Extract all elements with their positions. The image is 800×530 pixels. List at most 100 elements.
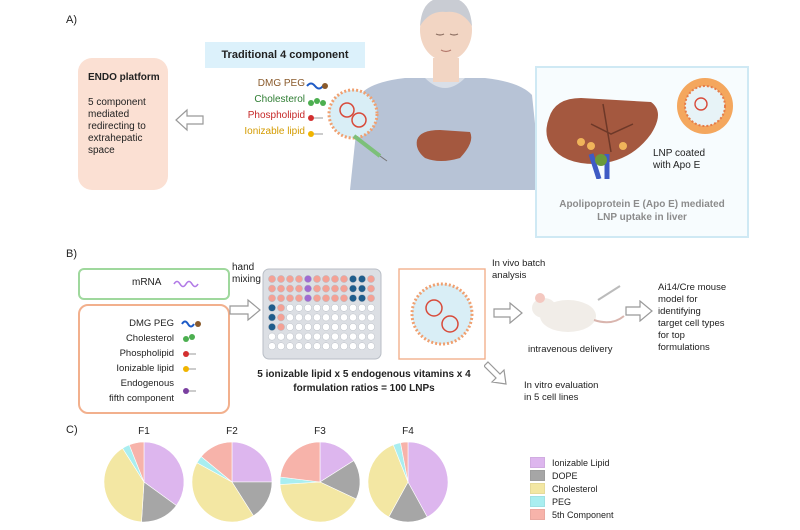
formula-line: formulation ratios = 100 LNPs (293, 383, 435, 394)
plate-well (340, 275, 348, 283)
pie-slice (407, 441, 449, 518)
plate-well (313, 313, 321, 322)
plate-well (322, 323, 330, 331)
legend-item: Ionizable Lipid (530, 456, 614, 469)
plate-well (313, 303, 321, 312)
plate-well (313, 275, 321, 283)
arrow-to-plate (229, 298, 261, 322)
pie-slice (367, 444, 409, 518)
plate-well (286, 275, 294, 283)
plate-well (304, 342, 312, 351)
legend-label: DOPE (552, 470, 578, 481)
traditional-title: Traditional 4 component (205, 42, 365, 68)
ai14-line: model for (658, 294, 698, 305)
well-plate (262, 268, 382, 360)
plate-well (295, 332, 303, 341)
arrow-to-ai14 (625, 300, 653, 322)
hand-mixing-line: mixing (232, 274, 261, 285)
liver-uptake-box: LNP coated with Apo E Apolipoprotein E (… (535, 66, 749, 238)
plate-well (340, 313, 348, 322)
panel-c-label: C) (66, 424, 78, 436)
plate-well (268, 313, 276, 322)
plate-well (286, 332, 294, 341)
b-component-glyphs (181, 320, 201, 394)
component-phospholipid: Phospholipid (247, 110, 305, 121)
plate-well (340, 342, 348, 351)
pie-slice (279, 481, 357, 523)
plate-well (331, 303, 339, 312)
plate-well (331, 284, 339, 293)
legend-label: 5th Component (552, 509, 614, 520)
plate-well (268, 303, 276, 312)
lnp-illustration-a (306, 82, 379, 140)
plate-well (331, 294, 339, 303)
b-component-fifth: fifth component (109, 393, 174, 404)
liver-illustration (546, 98, 658, 179)
plate-well (313, 294, 321, 303)
plate-well (349, 323, 357, 331)
legend-item: Cholesterol (530, 482, 614, 495)
apoe-caption-line: LNP uptake in liver (597, 212, 687, 223)
plate-well (304, 313, 312, 322)
pie-slice (200, 441, 233, 483)
plate-well (367, 303, 375, 312)
in-vitro-line: in 5 cell lines (524, 392, 579, 403)
plate-well (367, 294, 375, 303)
plate-well (349, 275, 357, 283)
arrow-to-endo (175, 108, 204, 132)
legend-item: 5th Component (530, 508, 614, 521)
pie-title: F4 (402, 426, 414, 437)
plate-well (367, 275, 375, 283)
panel-b-label: B) (66, 248, 77, 260)
panel-a-label: A) (66, 14, 77, 26)
plate-well (295, 313, 303, 322)
iv-delivery-label: intravenous delivery (528, 344, 613, 355)
endo-title: ENDO platform (88, 72, 160, 83)
plate-well (304, 294, 312, 303)
in-vitro-line: In vitro evaluation (524, 380, 599, 391)
plate-well (277, 313, 285, 322)
plate-well (349, 303, 357, 312)
plate-well (295, 323, 303, 331)
plate-well (304, 323, 312, 331)
plate-well (358, 303, 366, 312)
plate-well (268, 294, 276, 303)
plate-well (304, 284, 312, 293)
plate-well (286, 313, 294, 322)
legend-swatch (530, 483, 545, 494)
plate-well (295, 303, 303, 312)
plate-well (349, 294, 357, 303)
plate-well (277, 332, 285, 341)
pie-slice (279, 441, 321, 483)
ai14-line: formulations (658, 342, 710, 353)
plate-well (331, 323, 339, 331)
pie-slice (231, 441, 273, 483)
b-component-endogenous: Endogenous (120, 378, 174, 389)
ai14-line: Ai14/Cre mouse (658, 282, 727, 293)
hand-mixing-line: hand (232, 262, 255, 273)
legend-item: PEG (530, 495, 614, 508)
plate-well (358, 342, 366, 351)
plate-well (277, 303, 285, 312)
component-cholesterol: Cholesterol (254, 94, 305, 105)
lnp-zoom-box (398, 268, 486, 360)
ai14-line: identifying (658, 306, 701, 317)
plate-well (331, 275, 339, 283)
legend-swatch (530, 496, 545, 507)
plate-well (313, 323, 321, 331)
pie-title: F1 (138, 426, 150, 437)
pie-slice (191, 462, 254, 523)
plate-well (295, 275, 303, 283)
plate-well (268, 284, 276, 293)
plate-well (322, 275, 330, 283)
plate-well (322, 313, 330, 322)
plate-well (304, 303, 312, 312)
plate-well (367, 323, 375, 331)
component-ionizable-lipid: Ionizable lipid (244, 126, 305, 137)
plate-well (340, 332, 348, 341)
plate-well (304, 332, 312, 341)
plate-well (322, 294, 330, 303)
plate-well (322, 284, 330, 293)
component-dmg-peg: DMG PEG (257, 78, 305, 89)
ai14-line: for top (658, 330, 685, 341)
